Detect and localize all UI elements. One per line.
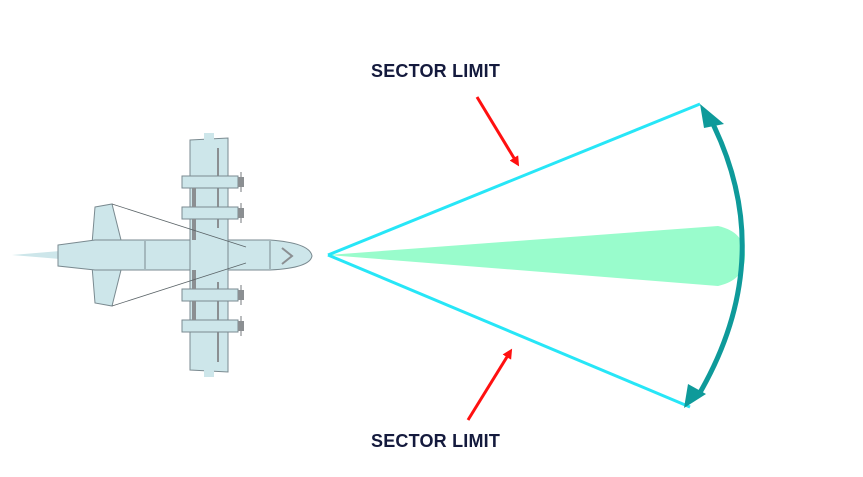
sector-limit-line-bottom <box>327 253 691 409</box>
sector-limit-line-top <box>327 102 701 257</box>
scan-arrow-head-top <box>700 104 724 128</box>
scan-arc-arrow <box>684 104 745 408</box>
sector-limit-label-top: SECTOR LIMIT <box>371 61 501 81</box>
sector-limit-lines <box>327 102 701 409</box>
aircraft-icon <box>12 133 313 377</box>
scan-arrow-head-bottom <box>684 384 706 408</box>
pointer-arrow-bottom <box>466 348 513 421</box>
sector-limit-label-bottom: SECTOR LIMIT <box>371 431 501 451</box>
pointer-arrow-top <box>475 96 520 167</box>
radar-beam <box>328 226 745 286</box>
pointer-arrows <box>466 96 520 421</box>
